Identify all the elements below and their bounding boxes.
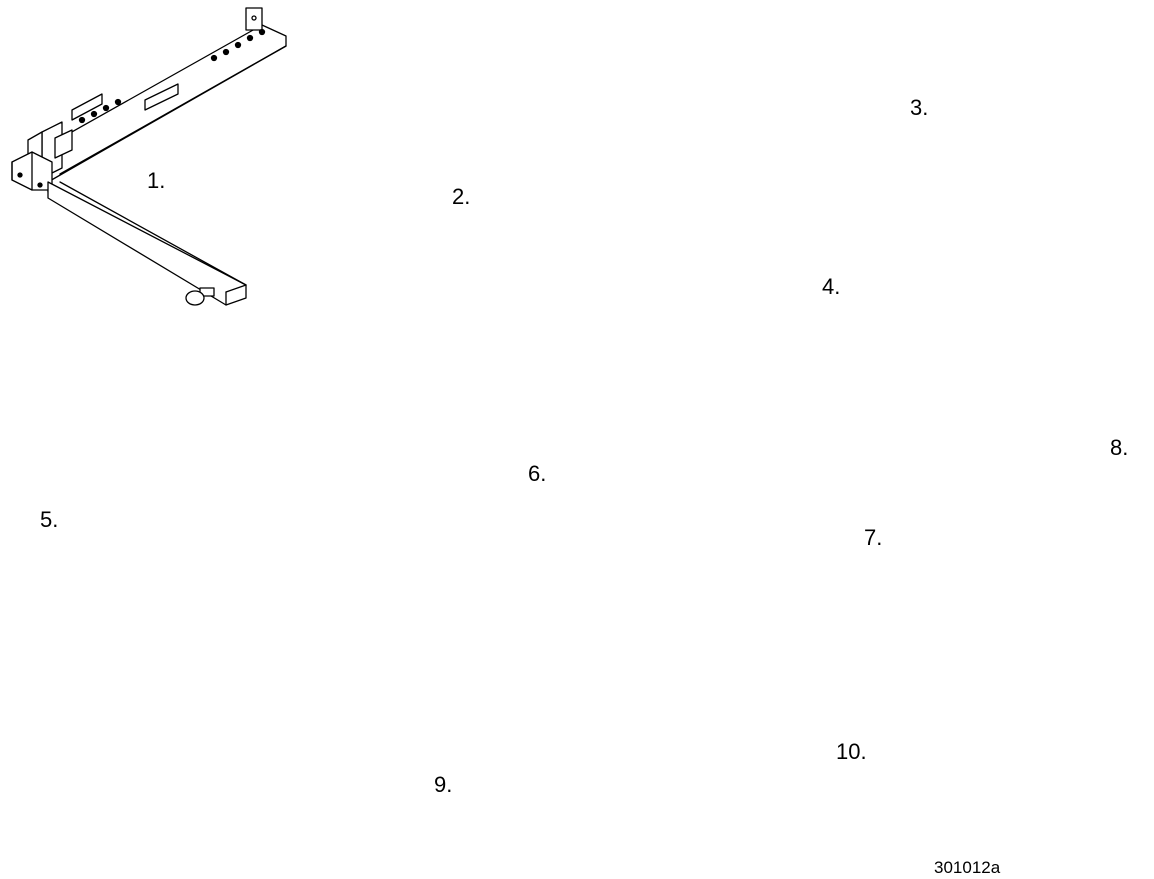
label-part-6: 6.: [528, 461, 547, 486]
label-part-9: 9.: [434, 772, 453, 797]
label-part-1: 1.: [147, 168, 166, 193]
figure-id: 301012a: [934, 858, 1001, 877]
part-1-frame: [11, 7, 287, 306]
label-part-8: 8.: [1110, 435, 1129, 460]
label-part-10: 10.: [836, 739, 867, 764]
label-part-5: 5.: [40, 507, 59, 532]
label-part-7: 7.: [864, 525, 883, 550]
label-part-4: 4.: [822, 274, 841, 299]
label-part-2: 2.: [452, 184, 471, 209]
label-part-3: 3.: [910, 95, 929, 120]
